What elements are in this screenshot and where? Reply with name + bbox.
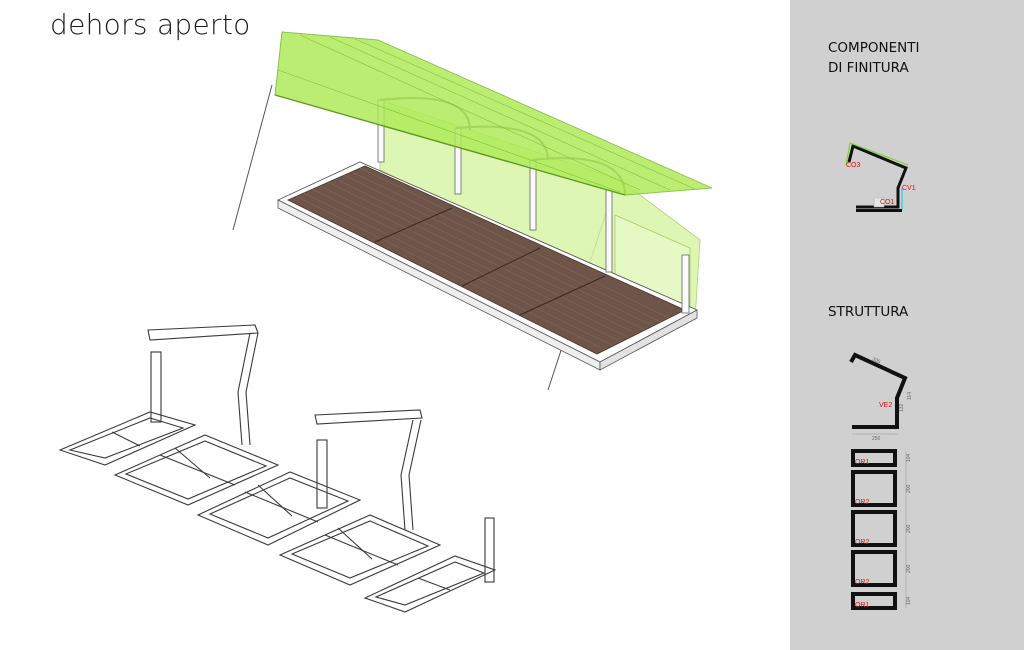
dim-h5: 104 (906, 596, 912, 605)
left-tension-cable (232, 84, 273, 231)
label-or2-c: OR2 (855, 579, 870, 586)
components-section-title: COMPONENTI DI FINITURA (828, 40, 920, 76)
dim-h4: 200 (906, 564, 912, 573)
legend-side-panel (790, 0, 1024, 650)
dim-side-a: 132 (899, 403, 905, 412)
structure-roof-profile (849, 352, 908, 429)
base-frame-module-2 (196, 471, 442, 586)
structure-frame-or2-a (851, 470, 897, 507)
structure-frame-or1-top (851, 449, 897, 467)
structure-frame-or1-bottom (851, 592, 897, 610)
label-or2-b: OR2 (855, 539, 870, 546)
floor-slab-side-edge (599, 309, 698, 371)
label-co3: CO3 (846, 162, 861, 169)
base-frame-module-3 (363, 555, 497, 613)
label-ve2: VE2 (879, 402, 892, 409)
structure-section-title: STRUTTURA (828, 304, 909, 320)
dim-side-b: 114 (907, 392, 913, 400)
label-or1-top: OR1 (855, 459, 870, 466)
dim-h3: 200 (906, 524, 912, 533)
upright-module-2 (314, 409, 423, 531)
structure-frame-or2-b (851, 510, 897, 547)
canopy-panel-lines (274, 31, 696, 193)
base-frame-module-1 (58, 411, 280, 506)
page-title: dehors aperto (50, 8, 251, 41)
component-co1-base (856, 209, 902, 212)
label-cv1: CV1 (902, 185, 916, 192)
component-block (873, 197, 885, 208)
upright-module-3 (484, 517, 495, 583)
deck-plank-lines (295, 167, 670, 351)
component-co3-outline (845, 142, 909, 166)
structure-frame-or2-c (851, 550, 897, 587)
support-posts (377, 99, 690, 314)
component-profile (847, 143, 908, 209)
dim-h2: 200 (906, 484, 912, 493)
dim-base-width: 250 (872, 436, 881, 442)
upright-module-1 (147, 324, 259, 446)
dim-h1: 104 (906, 453, 912, 462)
deck-module-joints (374, 207, 606, 316)
label-or2-a: OR2 (855, 499, 870, 506)
canopy-front-edge (274, 94, 626, 196)
label-co1: CO1 (880, 199, 895, 206)
dim-roof-width: 305 (871, 356, 881, 365)
label-or1-bottom: OR1 (855, 602, 870, 609)
